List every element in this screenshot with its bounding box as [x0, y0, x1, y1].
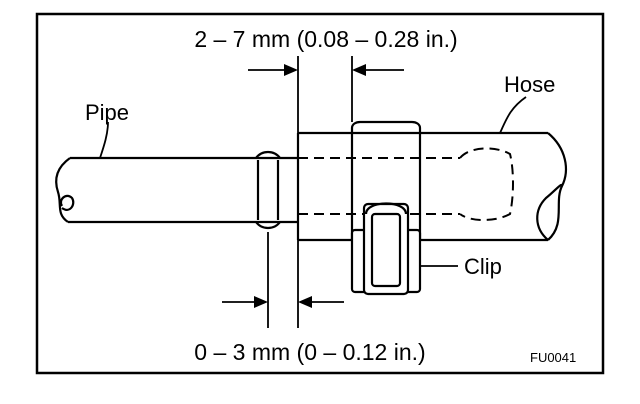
clip-label: Clip	[464, 254, 502, 279]
hose	[296, 131, 567, 242]
bottom-dimension-label: 0 – 3 mm (0 – 0.12 in.)	[194, 339, 425, 365]
pipe	[55, 150, 298, 230]
top-dimension-label: 2 – 7 mm (0.08 – 0.28 in.)	[194, 26, 457, 52]
pipe-label: Pipe	[85, 100, 129, 125]
figure-code-label: FU0041	[530, 350, 576, 365]
hose-label: Hose	[504, 72, 555, 97]
dimension-lines	[99, 56, 527, 328]
clip	[350, 120, 422, 296]
dimension-arrowheads	[254, 64, 366, 308]
figure-frame	[35, 12, 605, 375]
